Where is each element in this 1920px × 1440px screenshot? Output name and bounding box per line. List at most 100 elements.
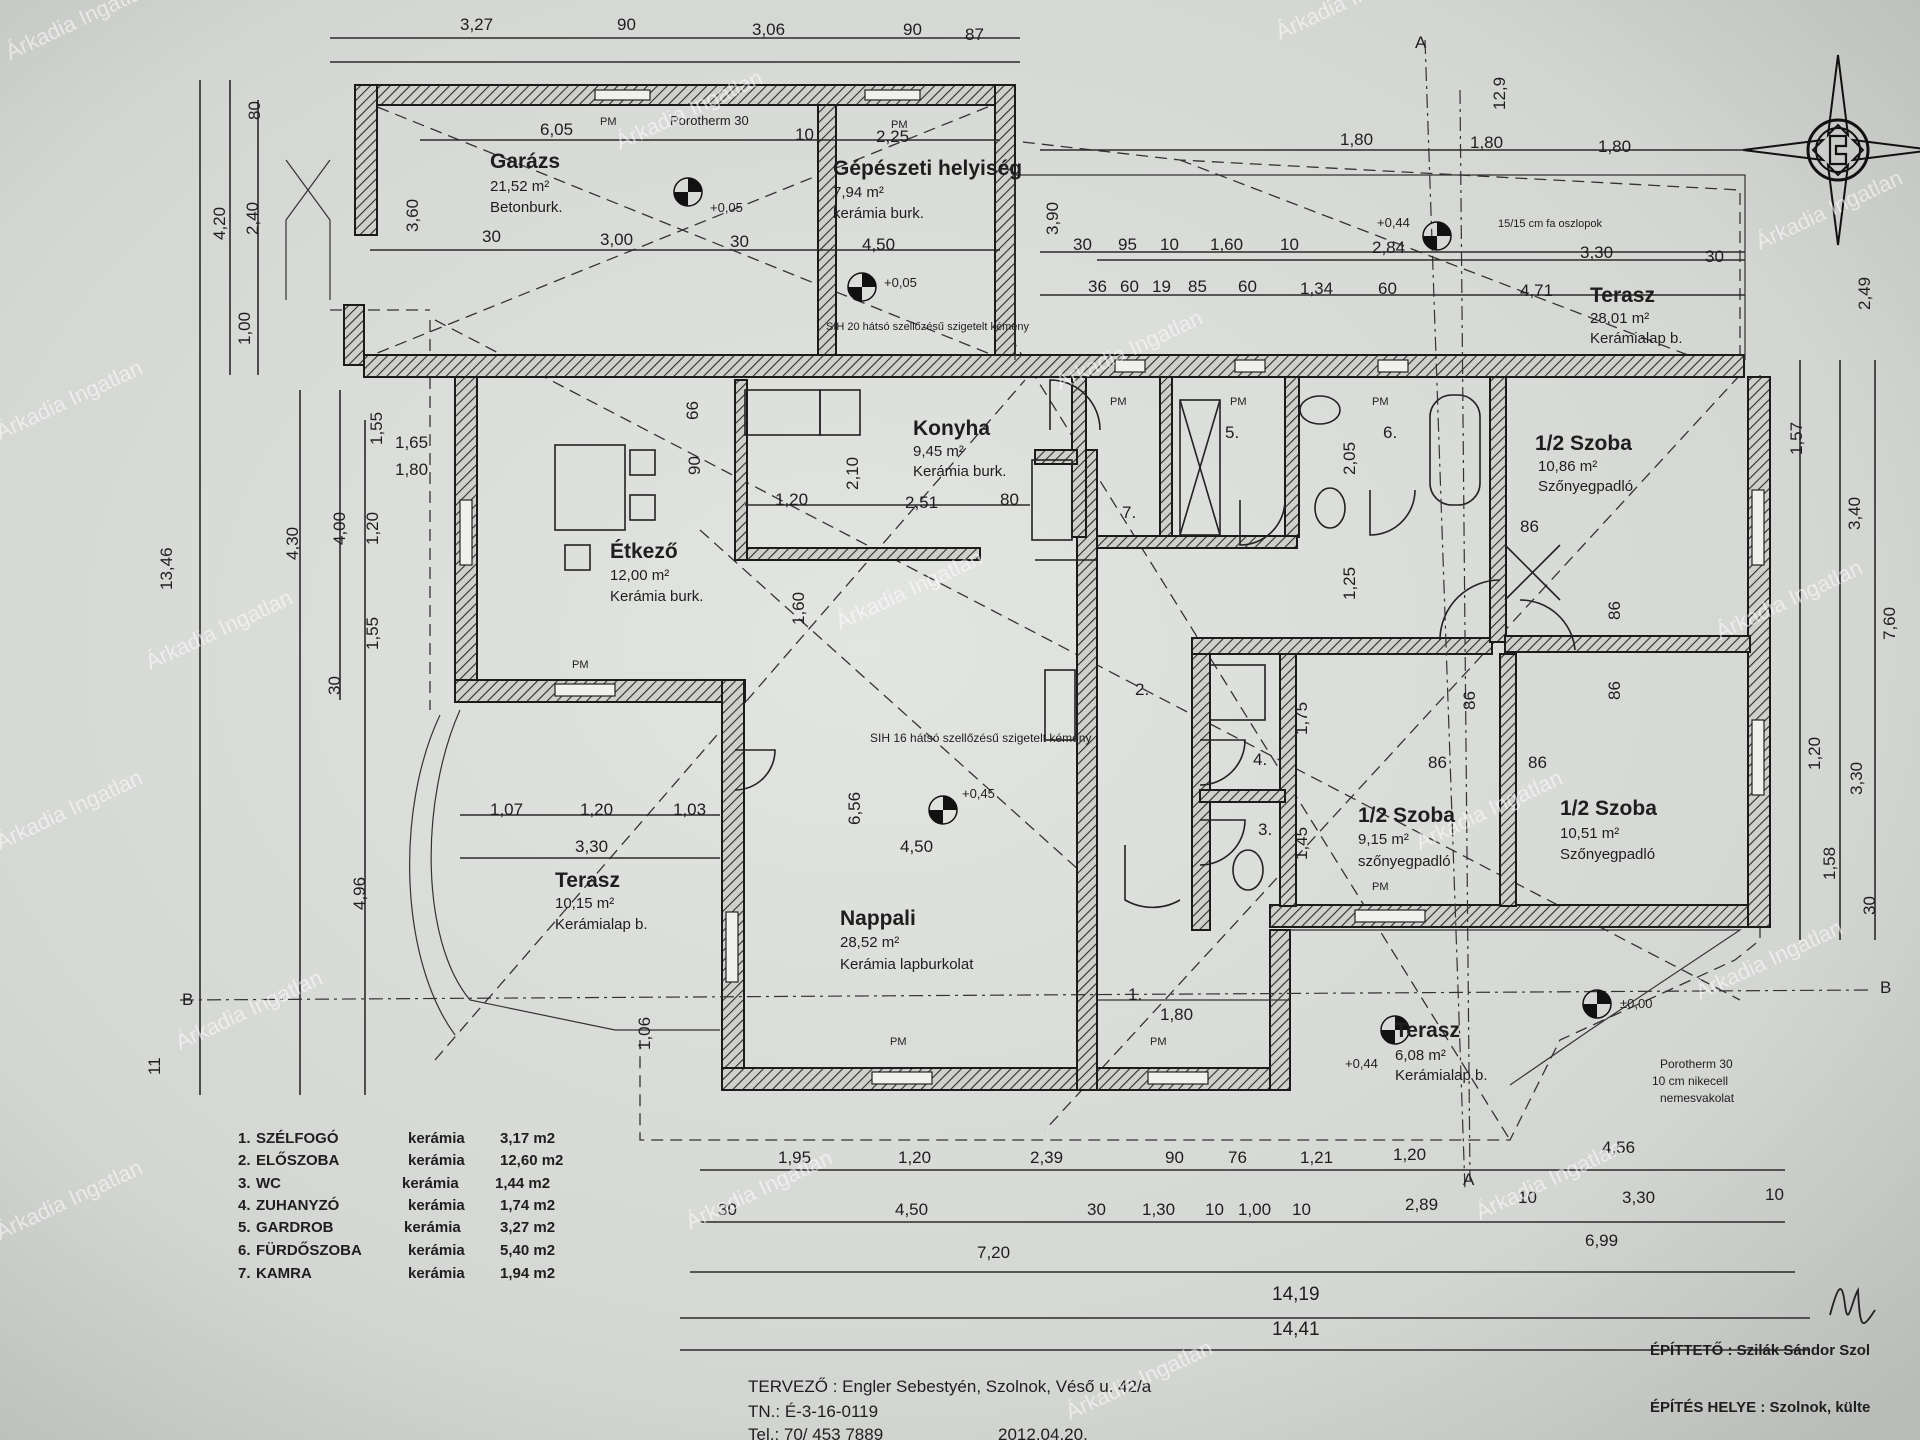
dim-text: 87 <box>965 25 984 44</box>
dim-text: 36 <box>1088 277 1107 296</box>
notes: Porotherm 30 SIH 20 hátsó szellőzésű szi… <box>670 113 1735 1105</box>
dim-text: 66 <box>683 401 702 420</box>
legend-name: ELŐSZOBA <box>256 1151 340 1169</box>
dim-text: 60 <box>1238 277 1257 296</box>
north-arrow-icon <box>1742 54 1920 246</box>
dim-text: 1,55 <box>363 617 382 650</box>
dims-top: 3,27 90 3,06 90 87 6,05 2,25 10 30 3,00 … <box>460 15 1631 254</box>
level-label: +0,05 <box>710 200 743 215</box>
dim-text: 1,00 <box>235 312 254 345</box>
note-oszlop: 15/15 cm fa oszlopok <box>1498 218 1602 230</box>
pm-label: PM <box>1150 1036 1167 1048</box>
dim-text: 10 <box>1280 235 1299 254</box>
windows <box>459 89 1765 1085</box>
dim-text: 1,45 <box>1292 827 1311 860</box>
room-name-terasz-w: Terasz <box>555 869 620 892</box>
dim-text: 86 <box>1460 691 1479 710</box>
room-finish-terasz-w: Kerámialap b. <box>555 916 648 933</box>
legend-finish: kerámia <box>408 1130 465 1147</box>
doors <box>734 379 1576 909</box>
pm-label: PM <box>890 1036 907 1048</box>
dim-text: 86 <box>1520 517 1539 536</box>
footer-date: 2012.04.20. <box>998 1425 1088 1440</box>
pm-label: PM <box>1372 881 1389 893</box>
dim-text: 1,20 <box>775 490 808 509</box>
dim-text: 3,30 <box>1580 243 1613 262</box>
room-area-szoba3: 10,51 m² <box>1560 825 1619 842</box>
level-label: +0,45 <box>962 786 995 801</box>
dim-text: 30 <box>730 232 749 251</box>
room-legend: 1. SZÉLFOGÓ kerámia 3,17 m2 2. ELŐSZOBA … <box>238 1129 563 1282</box>
level-markers <box>673 177 1612 1045</box>
room-name-szoba1: 1/2 Szoba <box>1535 432 1632 455</box>
dim-text: 90 <box>685 456 704 475</box>
dim-text: 1,55 <box>367 412 386 445</box>
room-area-garazs: 21,52 m² <box>490 178 549 195</box>
room-area-szoba2: 9,15 m² <box>1358 831 1409 848</box>
pm-label: PM <box>1372 396 1389 408</box>
dim-text: 60 <box>1120 277 1139 296</box>
note-porotherm-top: Porotherm 30 <box>670 113 749 128</box>
dim-text: 2,39 <box>1030 1148 1063 1167</box>
dim-text: 6,56 <box>845 792 864 825</box>
dim-text: 30 <box>1087 1200 1106 1219</box>
room-number: 3. <box>1258 820 1272 839</box>
dim-text: 12,9 <box>1490 77 1509 110</box>
legend-row: 6. FÜRDŐSZOBA kerámia 5,40 m2 <box>238 1241 555 1259</box>
room-number: 7. <box>1122 503 1136 522</box>
pm-markers: PM PM PM PM PM PM PM PM PM <box>572 116 1389 1048</box>
legend-row: 2. ELŐSZOBA kerámia 12,60 m2 <box>238 1151 563 1169</box>
dim-text: 4,50 <box>862 235 895 254</box>
dim-text: 10 <box>1765 1185 1784 1204</box>
dim-text: 4,50 <box>895 1200 928 1219</box>
note-wall-2: 10 cm nikecell <box>1652 1074 1728 1088</box>
dims-left: 80 2,40 1,00 4,20 13,46 1,55 1,65 1,80 4… <box>145 101 654 1075</box>
note-wall-1: Porotherm 30 <box>1660 1057 1733 1071</box>
section-mark-b-right: B <box>1880 978 1891 997</box>
dim-text: 95 <box>1118 235 1137 254</box>
dim-text: 4,56 <box>1602 1138 1635 1157</box>
level-label: ±0,00 <box>1620 996 1652 1011</box>
bathtub <box>1429 394 1481 506</box>
dim-text: 85 <box>1188 277 1207 296</box>
room-area-nappali: 28,52 m² <box>840 934 899 951</box>
room-name-etkezo: Étkező <box>610 540 678 563</box>
footer-tel: Tel.: 70/ 453 7889 <box>748 1425 883 1440</box>
room-area-terasz-s: 6,08 m² <box>1395 1047 1446 1064</box>
room-labels: Garázs 21,52 m² Betonburk. Gépészeti hel… <box>490 150 1683 1084</box>
room-finish-etkezo: Kerámia burk. <box>610 588 703 605</box>
dim-text: 1,00 <box>1238 1200 1271 1219</box>
pm-label: PM <box>1230 396 1247 408</box>
legend-row: 3. WC kerámia 1,44 m2 <box>238 1175 550 1192</box>
note-wall-3: nemesvakolat <box>1660 1091 1735 1105</box>
section-mark-b-left: B <box>182 990 193 1009</box>
room-finish-gepeszeti: kerámia burk. <box>833 205 924 222</box>
dims-right: 2,49 1,57 3,40 7,60 1,20 3,30 1,58 30 12… <box>1490 77 1899 915</box>
dim-text: 1,75 <box>1292 702 1311 735</box>
legend-finish: kerámia <box>408 1197 465 1214</box>
dim-text: 10 <box>1292 1200 1311 1219</box>
legend-finish: kerámia <box>404 1219 461 1236</box>
legend-row: 1. SZÉLFOGÓ kerámia 3,17 m2 <box>238 1129 555 1147</box>
dim-text: 90 <box>617 15 636 34</box>
note-chimney-1: SIH 20 hátsó szellőzésű szigetelt kémény <box>826 321 1029 333</box>
note-chimney-2: SIH 16 hátsó szellőzésű szigetelt kémény <box>870 731 1091 745</box>
dim-text: 1,65 <box>395 433 428 452</box>
dim-text: 80 <box>1000 490 1019 509</box>
room-area-gepeszeti: 7,94 m² <box>833 184 884 201</box>
dim-text: 1,06 <box>635 1017 654 1050</box>
room-finish-garazs: Betonburk. <box>490 199 563 216</box>
dim-text: 1,20 <box>580 800 613 819</box>
legend-name: SZÉLFOGÓ <box>256 1129 339 1147</box>
legend-area: 1,74 m2 <box>500 1197 555 1214</box>
level-label: +0,05 <box>884 275 917 290</box>
dim-text: 4,00 <box>330 512 349 545</box>
dim-text: 90 <box>903 20 922 39</box>
room-number: 2. <box>1135 680 1149 699</box>
dim-text: 86 <box>1528 753 1547 772</box>
dim-text: 3,90 <box>1043 202 1062 235</box>
dims-interior: 90 2,10 1,20 2,51 80 1,60 6,56 4,50 1,07… <box>403 199 1624 1024</box>
dim-text: 4,30 <box>283 527 302 560</box>
